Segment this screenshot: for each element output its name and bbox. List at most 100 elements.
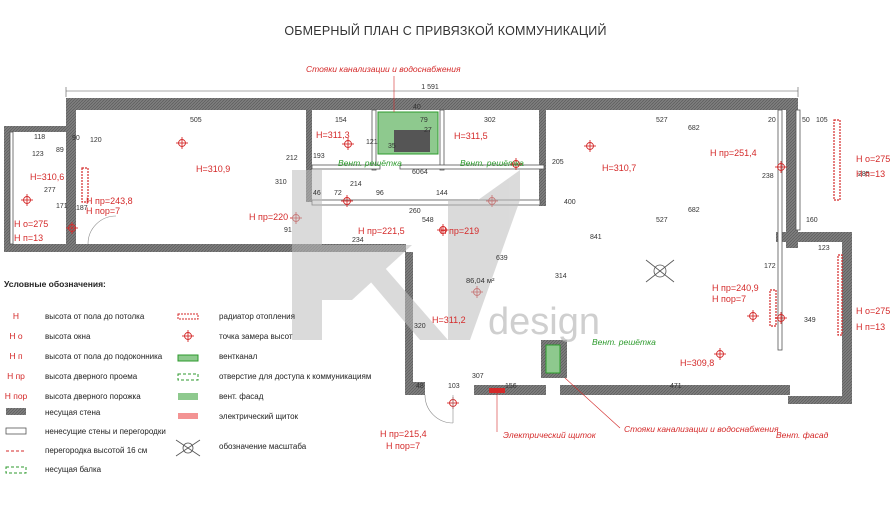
watermark-logo <box>292 170 520 340</box>
overall-dimension: 1 591 <box>65 84 799 97</box>
dim-154: 154 <box>335 117 347 124</box>
dim-310: 310 <box>275 179 287 186</box>
legend-sym-ho: H о <box>9 331 23 341</box>
hpr-2409: H пр=240,9 <box>712 283 759 293</box>
vent-grille-3: Вент. решётка <box>592 337 656 347</box>
dim-682a: 682 <box>688 125 700 132</box>
dim-90: 90 <box>72 135 80 142</box>
dim-527a: 527 <box>656 117 668 124</box>
dimension-labels: 505 154 40 302 527 682 20 50 105 118 123… <box>32 104 870 390</box>
bearing-walls <box>4 98 852 404</box>
electric-panel-mark <box>489 388 505 393</box>
legend-label-ho: высота окна <box>45 332 91 341</box>
h-3115: H=311,5 <box>454 131 488 141</box>
panel-label: Электрический щиток <box>503 430 597 440</box>
legend-label-beam: несущая балка <box>45 465 102 474</box>
ho-left: H о=275 <box>14 219 48 229</box>
legend-sym-hpr: H пр <box>7 371 25 381</box>
dim-160: 160 <box>806 217 818 224</box>
h-room1: H=310,9 <box>196 164 230 174</box>
measurement-points <box>21 137 787 409</box>
dim-overall: 1 591 <box>421 84 439 91</box>
dim-20: 20 <box>768 117 776 124</box>
watermark-text: design <box>488 301 600 343</box>
hp-right-top: H п=13 <box>856 169 885 179</box>
dim-89: 89 <box>56 147 64 154</box>
dim-320: 320 <box>414 323 426 330</box>
vent-channels <box>377 111 561 374</box>
dim-121: 121 <box>366 139 378 146</box>
dim-314: 314 <box>555 273 567 280</box>
dim-471: 471 <box>670 383 682 390</box>
h-left: H=310,6 <box>30 172 64 182</box>
dim-214: 214 <box>350 181 362 188</box>
legend-label-electric-panel: электрический щиток <box>219 412 299 421</box>
dim-123: 123 <box>32 151 44 158</box>
dim-277: 277 <box>44 187 56 194</box>
legend-label-h: высота от пола до потолка <box>45 312 145 321</box>
h-3112: H=311,2 <box>432 315 466 325</box>
dim-234: 234 <box>352 237 364 244</box>
dim-307: 307 <box>472 373 484 380</box>
dim-505: 505 <box>190 117 202 124</box>
legend-sym-hp: H п <box>9 351 23 361</box>
dim-156: 156 <box>505 383 517 390</box>
hp-right-bot: H п=13 <box>856 322 885 332</box>
plan-title: ОБМЕРНЫЙ ПЛАН С ПРИВЯЗКОЙ КОММУНИКАЦИЙ <box>284 24 607 38</box>
dim-171: 171 <box>56 203 68 210</box>
annotations: Стояки канализации и водоснабжения Вент.… <box>306 64 829 440</box>
legend-title: Условные обозначения: <box>4 279 106 289</box>
legend-label-hpor: высота дверного порожка <box>45 392 141 401</box>
hp-left: H п=13 <box>14 233 43 243</box>
area-label: 86,04 м² <box>466 276 495 285</box>
dim-238: 238 <box>762 173 774 180</box>
legend-label-scale: обозначение масштаба <box>219 442 307 451</box>
dim-46: 46 <box>313 190 321 197</box>
vent-facade-label: Вент. фасад <box>776 430 829 440</box>
dim-120: 120 <box>90 137 102 144</box>
dim-105: 105 <box>816 117 828 124</box>
dim-96: 96 <box>376 190 384 197</box>
h-3098: H=309,8 <box>680 358 714 368</box>
dim-144: 144 <box>436 190 448 197</box>
legend-label-hpr: высота дверного проема <box>45 372 138 381</box>
dim-72: 72 <box>334 190 342 197</box>
h-3113: H=311,3 <box>316 130 350 140</box>
dim-548: 548 <box>422 217 434 224</box>
ho-right-top: H о=275 <box>856 154 890 164</box>
legend-label-hp: высота от пола до подоконника <box>45 352 163 361</box>
hpr-left: H пр=243,8 <box>86 196 133 206</box>
dim-400: 400 <box>564 199 576 206</box>
dim-527b: 527 <box>656 217 668 224</box>
hpr-220: H пр=220 <box>249 212 288 222</box>
dim-48: 48 <box>416 383 424 390</box>
dim-187: 187 <box>76 205 88 212</box>
scale-symbol <box>645 259 675 283</box>
dim-79: 79 <box>420 117 428 124</box>
dim-123b: 123 <box>818 245 830 252</box>
legend-label-vent-channel: вентканал <box>219 352 258 361</box>
dim-27: 27 <box>424 127 432 134</box>
risers-top-label: Стояки канализации и водоснабжения <box>306 64 461 74</box>
hpr-2215: H пр=221,5 <box>358 226 405 236</box>
dim-302: 302 <box>484 117 496 124</box>
hpor-2154: H пор=7 <box>386 441 420 451</box>
hpr-2154: H пр=215,4 <box>380 429 427 439</box>
legend-label-bearing-wall: несущая стена <box>45 408 101 417</box>
legend-label-partitions: ненесущие стены и перегородки <box>45 427 166 436</box>
dim-64: 64 <box>420 169 428 176</box>
dim-212: 212 <box>286 155 298 162</box>
hpor-2409: H пор=7 <box>712 294 746 304</box>
dim-639: 639 <box>496 255 508 262</box>
legend-label-vent-facade: вент. фасад <box>219 392 264 401</box>
dim-91: 91 <box>284 227 292 234</box>
height-labels: H=310,6 H пр=243,8 H пор=7 H о=275 H п=1… <box>14 130 890 451</box>
dim-205: 205 <box>552 159 564 166</box>
dim-193: 193 <box>313 153 325 160</box>
risers-bottom-label: Стояки канализации и водоснабжения <box>624 424 779 434</box>
hpr-2514: H пр=251,4 <box>710 148 757 158</box>
legend-label-radiator: радиатор отопления <box>219 312 295 321</box>
dim-172: 172 <box>764 263 776 270</box>
dim-50: 50 <box>802 117 810 124</box>
